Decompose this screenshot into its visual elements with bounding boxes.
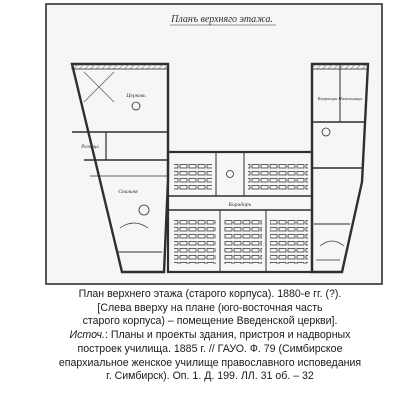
left-wing <box>70 62 170 274</box>
caption-line: г. Симбирск). Оп. 1. Д. 199. ЛЛ. 31 об. … <box>106 370 314 383</box>
room-label-dormitory: Спальня <box>118 189 138 195</box>
caption-source-line: Источ.: Планы и проекты здания, пристроя… <box>40 329 380 343</box>
caption-line: [Слева вверху на плане (юго-восточная ча… <box>97 301 323 314</box>
caption-line: построек училища. 1885 г. // ГАУО. Ф. 79… <box>77 342 343 355</box>
caption-line: План верхнего этажа (старого корпуса). 1… <box>78 288 342 300</box>
caption-line: епархиальное женское училище православно… <box>58 356 362 369</box>
figure-caption: План верхнего этажа (старого корпуса). 1… <box>40 288 380 384</box>
floor-plan: Планъ верхняго этажа. Церковь Ризница Сп… <box>45 3 383 285</box>
source-label: Источ. <box>69 329 105 342</box>
central-block <box>166 150 314 274</box>
room-label-vestry: Ризница <box>80 145 99 150</box>
room-label-church: Церковь <box>125 93 146 99</box>
caption-text: : Планы и проекты здания, пристроя и над… <box>104 329 351 342</box>
room-label-headmistress: Квартира Начальницы <box>316 96 362 101</box>
caption-line: старого корпуса) – помещение Введенской … <box>82 315 338 328</box>
room-label-corridor: Коридоръ <box>228 201 252 208</box>
plan-title-lettering: Планъ верхняго этажа. <box>170 14 273 25</box>
